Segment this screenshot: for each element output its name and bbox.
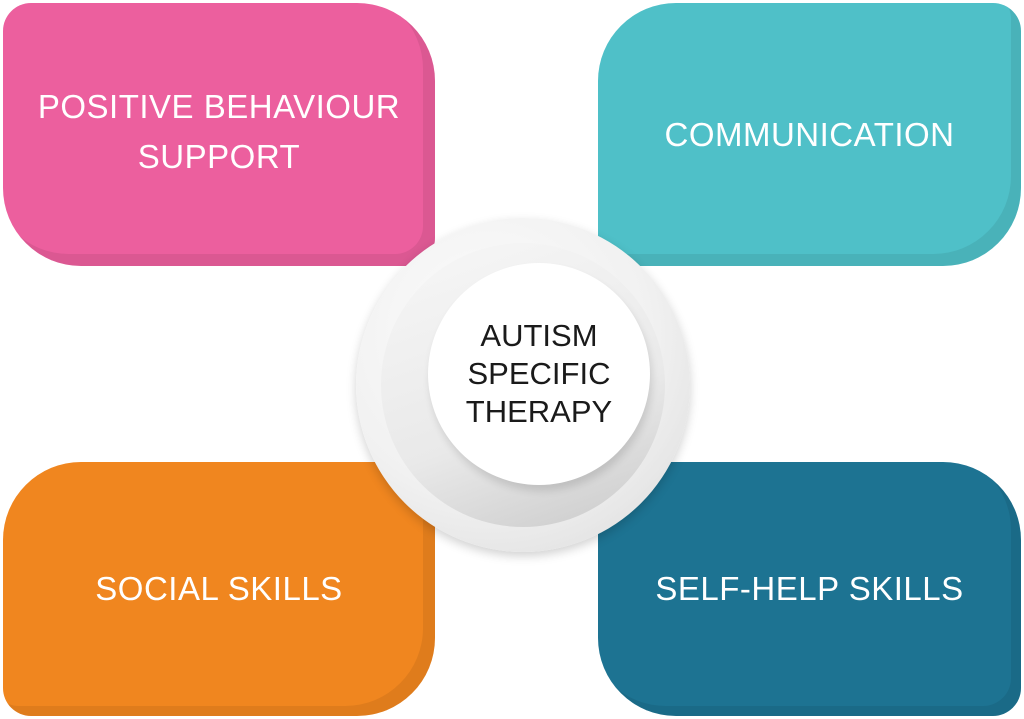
card-communication: COMMUNICATION <box>598 3 1021 266</box>
card-self-help-skills: SELF-HELP SKILLS <box>598 462 1021 716</box>
hub-title: AUTISM SPECIFIC THERAPY <box>466 317 612 430</box>
card-label: SELF-HELP SKILLS <box>635 564 983 614</box>
card-social-skills: SOCIAL SKILLS <box>3 462 435 716</box>
card-label: SOCIAL SKILLS <box>75 564 362 614</box>
card-label: POSITIVE BEHAVIOUR SUPPORT <box>18 82 420 181</box>
hub-title-line: THERAPY <box>465 393 613 429</box>
card-label-line: SELF-HELP SKILLS <box>655 570 964 608</box>
card-label-line: COMMUNICATION <box>664 115 955 153</box>
hub-title-line: SPECIFIC <box>467 356 611 392</box>
card-positive-behaviour-support: POSITIVE BEHAVIOUR SUPPORT <box>3 3 435 266</box>
card-label-line: SOCIAL SKILLS <box>95 570 343 608</box>
card-label: COMMUNICATION <box>644 110 974 160</box>
card-label-line: POSITIVE BEHAVIOUR <box>37 88 401 125</box>
card-label-line: SUPPORT <box>137 137 301 175</box>
hub-center: AUTISM SPECIFIC THERAPY <box>428 263 650 485</box>
hub-title-line: AUTISM <box>480 318 598 354</box>
